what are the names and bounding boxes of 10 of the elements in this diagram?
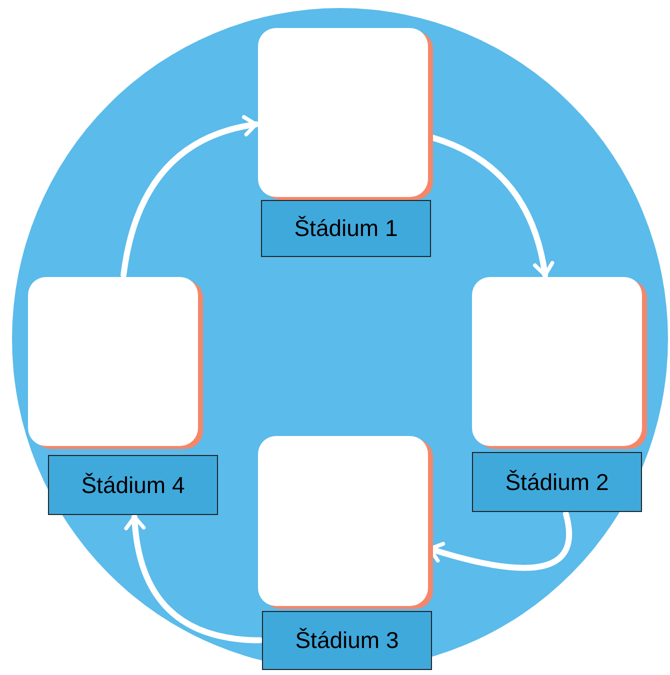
stage-label: Štádium 1 [261, 200, 431, 257]
stage-label: Štádium 2 [472, 452, 642, 512]
stage-label: Štádium 3 [262, 611, 432, 670]
stage-card [258, 28, 428, 197]
stage-card [28, 277, 198, 446]
cycle-arrow [124, 514, 263, 644]
stage-card [472, 277, 642, 446]
stage-label: Štádium 4 [48, 455, 218, 515]
cycle-arrow [120, 116, 259, 278]
stage-card [258, 436, 428, 606]
